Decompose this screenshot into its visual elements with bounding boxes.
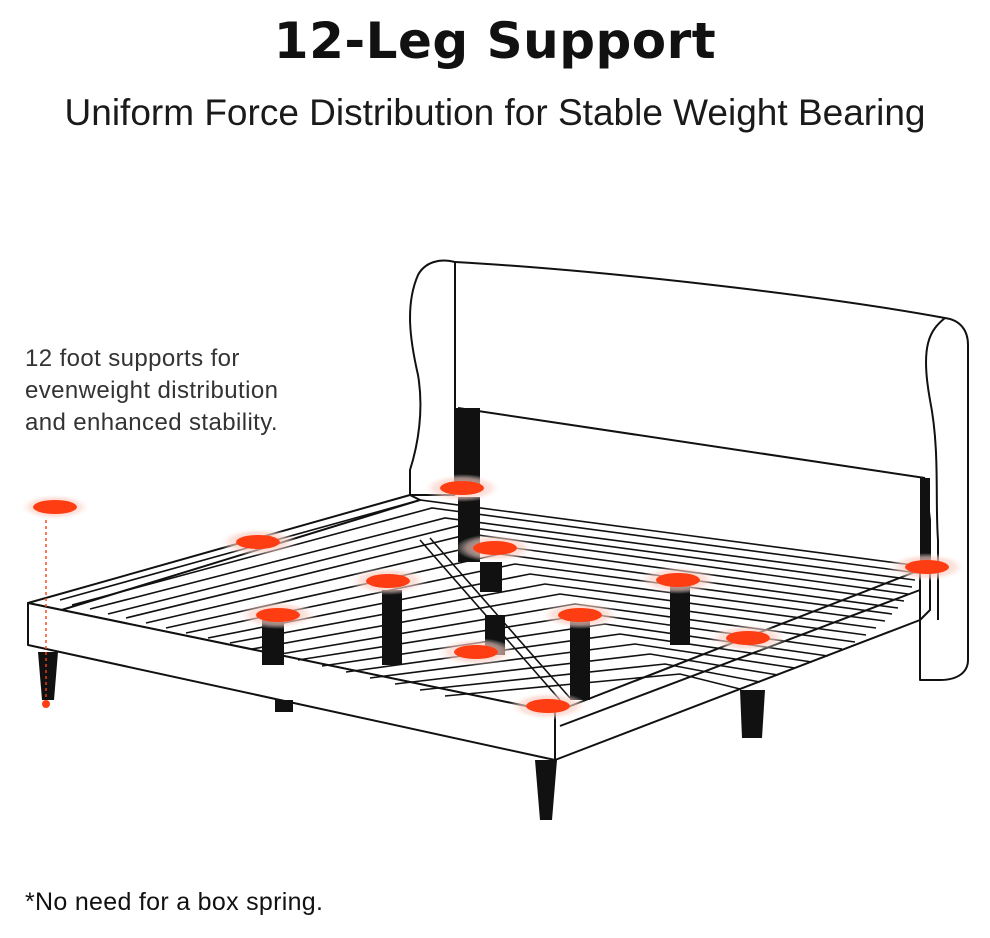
support-marker-3 [455, 534, 535, 562]
callout-line-2: evenweight distribution [25, 377, 279, 404]
support-marker-2 [218, 528, 298, 556]
support-marker-11 [508, 692, 588, 720]
support-callout: 12 foot supports for evenweight distribu… [25, 343, 278, 439]
frame-rails [27, 494, 921, 761]
support-markers [218, 474, 967, 720]
page-title: 12-Leg Support [273, 12, 717, 70]
support-marker-10 [436, 638, 516, 666]
support-marker-6 [887, 553, 967, 581]
support-marker-9 [708, 624, 788, 652]
support-marker-1 [422, 474, 502, 502]
callout-line-1: 12 foot supports for [25, 345, 240, 372]
page-subtitle: Uniform Force Distribution for Stable We… [64, 92, 926, 133]
support-marker-4 [348, 567, 428, 595]
support-marker-8 [540, 601, 620, 629]
support-marker-5 [638, 566, 718, 594]
callout-pointer [19, 494, 91, 708]
frame-legs [38, 652, 765, 820]
support-marker-7 [238, 601, 318, 629]
footnote: *No need for a box spring. [25, 888, 324, 916]
callout-line-3: and enhanced stability. [25, 409, 278, 436]
headboard [409, 259, 969, 681]
